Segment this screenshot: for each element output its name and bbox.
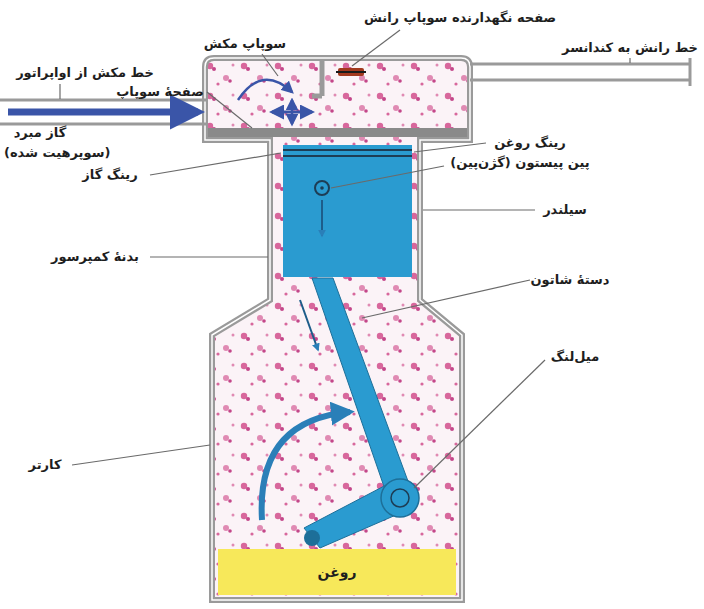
part-label: صفحه نگهدارنده سوپاپ رانش: [364, 10, 556, 26]
head-partition: [312, 60, 322, 96]
oil-band: روغن: [218, 549, 456, 595]
part-label: رینگ روغن: [494, 135, 566, 151]
suction-valve-flow: [238, 80, 312, 124]
leader-lines-part: [423, 209, 535, 210]
part-label: سوپاپ مکش: [204, 36, 286, 52]
part-label: خط مکش از اواپراتور: [16, 65, 154, 81]
suction-line-part: [8, 109, 198, 116]
crankshaft-part: [381, 479, 419, 517]
crankshaft-part: [391, 489, 409, 507]
crankshaft-part: [304, 530, 320, 546]
discharge-line-part: [470, 63, 690, 66]
part-label: بدنهٔ کمپرسور: [51, 249, 139, 265]
valve-plate: [208, 128, 467, 137]
leader-lines-part: [352, 30, 400, 66]
piston-part: [283, 155, 412, 157]
part-label: خط رانش به کندانسر: [562, 40, 698, 56]
leader-lines-part: [331, 166, 444, 188]
leader-lines-part: [629, 58, 630, 63]
part-label: سیلندر: [543, 202, 587, 218]
part-label: دستهٔ شاتون: [531, 272, 610, 288]
leader-lines-part: [150, 153, 281, 175]
leader-lines-part: [362, 280, 530, 318]
piston: [283, 145, 412, 277]
head-partition-part: [312, 94, 322, 99]
part-label: رینگ گاز: [82, 167, 137, 183]
suction-valve-flow-part: [238, 80, 292, 100]
leader-lines-part: [414, 360, 545, 488]
node-text: روغن: [318, 564, 357, 580]
leader-lines-part: [59, 84, 60, 99]
leader-lines: [60, 30, 630, 488]
part-label: پین پیستون (گژن‌پین): [450, 155, 589, 171]
suction-line: [0, 100, 206, 124]
piston-part: [315, 181, 329, 195]
leader-lines-part: [150, 256, 268, 257]
compressor-body-part: [205, 58, 470, 600]
discharge-line-part: [470, 79, 690, 82]
valve-plate-part: [208, 128, 467, 137]
discharge-line-part: [689, 58, 692, 86]
piston-part: [283, 149, 412, 151]
part-label: گاز مبرد: [14, 125, 67, 141]
piston-part: [283, 145, 412, 277]
connecting-rod-part: [300, 300, 318, 350]
compressor-body-part: [205, 58, 470, 600]
leader-lines-part: [414, 143, 486, 152]
part-label: (سوپرهیت شده): [4, 145, 110, 161]
crankshaft-part: [262, 412, 350, 520]
connecting-rod: [300, 278, 412, 504]
part-label: میل‌لنگ: [551, 349, 599, 365]
part-label: صفحهٔ سوپاپ: [116, 84, 203, 100]
compressor-body: [205, 58, 470, 600]
crankshaft: [262, 412, 419, 548]
part-label: کارتر: [29, 457, 62, 473]
piston-part: [321, 200, 323, 236]
suction-valve-flow-part: [291, 100, 294, 124]
connecting-rod-part: [312, 278, 412, 504]
leader-lines-part: [72, 445, 210, 465]
leader-lines-part: [262, 54, 278, 76]
leader-lines-part: [207, 92, 252, 128]
discharge-valve-retainer: [336, 68, 366, 76]
head-partition-part: [320, 60, 325, 96]
discharge-valve-retainer-part: [336, 71, 366, 73]
discharge-line: [470, 58, 690, 86]
piston-part: [320, 186, 324, 190]
